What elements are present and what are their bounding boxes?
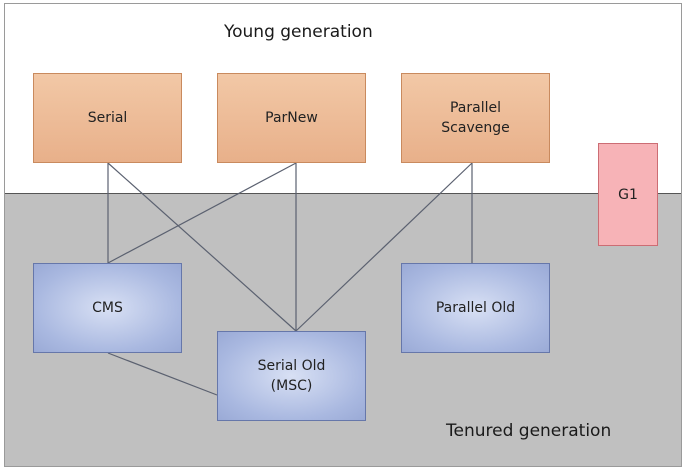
- parallel-old-collector-box: Parallel Old: [401, 263, 550, 353]
- link-parnew-cms: [107, 162, 297, 264]
- tenured-generation-title: Tenured generation: [446, 421, 612, 441]
- serial-collector-box: Serial: [33, 73, 182, 163]
- link-parscav-serialold: [295, 162, 473, 332]
- serial-old-collector-box: Serial Old (MSC): [217, 331, 366, 421]
- parnew-collector-box: ParNew: [217, 73, 366, 163]
- g1-collector-box: G1: [598, 143, 658, 246]
- diagram-frame: [4, 3, 682, 467]
- link-cms-serialold: [107, 352, 218, 396]
- link-serial-serialold: [107, 162, 297, 332]
- young-generation-title: Young generation: [224, 22, 373, 42]
- cms-collector-box: CMS: [33, 263, 182, 353]
- parallel-scavenge-collector-box: Parallel Scavenge: [401, 73, 550, 163]
